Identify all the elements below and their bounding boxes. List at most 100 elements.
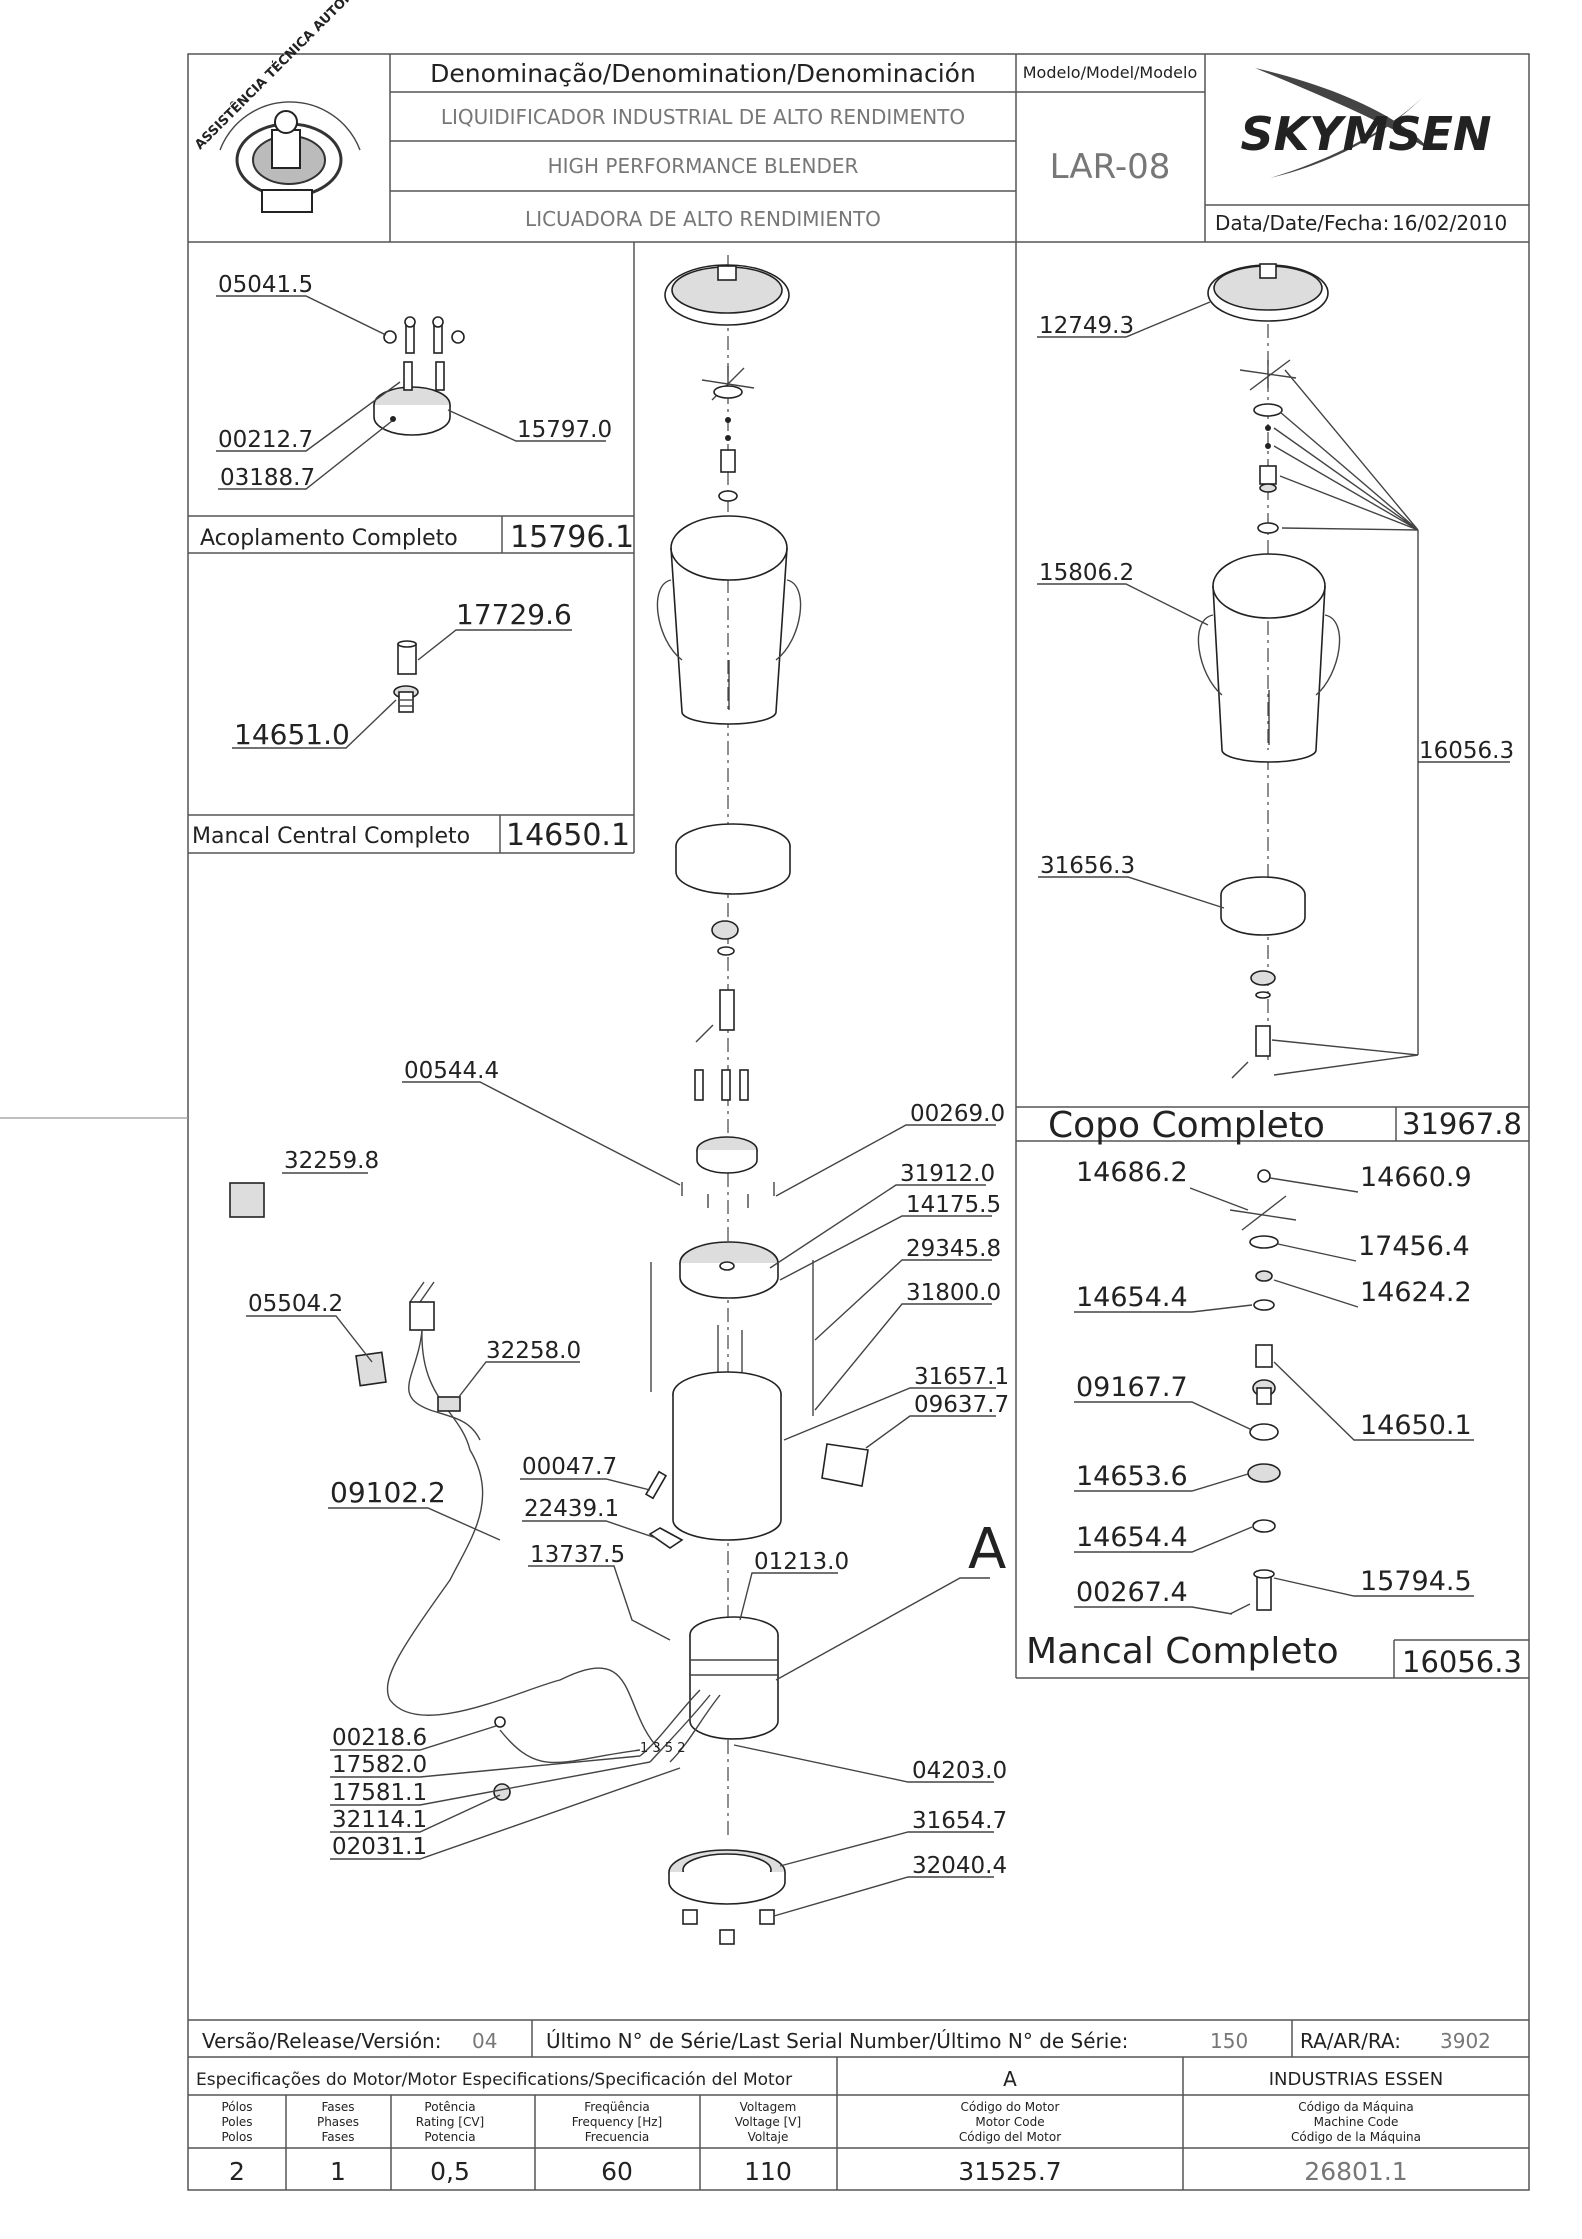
cup-assembly-label: Copo Completo [1048,1105,1325,1146]
release-value: 04 [472,2029,497,2053]
product-name-pt: LIQUIDIFICADOR INDUSTRIAL DE ALTO RENDIM… [441,105,965,129]
motor-code-header-pt: Código do Motor [961,2100,1060,2114]
wire-numbers: 1 3 5 2 [640,1741,685,1756]
manufacturer: INDUSTRIAS ESSEN [1269,2069,1444,2090]
part-label-14653-6: 14653.6 [1076,1461,1188,1492]
release-label: Versão/Release/Versión: [202,2029,441,2053]
part-label-15797-0: 15797.0 [517,417,612,443]
product-name-en: HIGH PERFORMANCE BLENDER [548,154,859,178]
part-label-14650-1: 14650.1 [1360,1410,1472,1441]
brand-name: SKYMSEN [1241,107,1492,161]
part-label-29345-8: 29345.8 [906,1236,1001,1262]
central-bearing-assembly-code: 14650.1 [506,818,630,853]
voltage-header-pt: Voltagem [740,2100,797,2114]
ra-value: 3902 [1440,2029,1491,2053]
part-label-04203-0: 04203.0 [912,1758,1007,1784]
product-name-es: LICUADORA DE ALTO RENDIMIENTO [525,207,881,231]
part-label-01213-0: 01213.0 [754,1549,849,1575]
part-label-02031-1: 02031.1 [332,1834,427,1860]
part-label-09167-7: 09167.7 [1076,1372,1188,1403]
model-label: Modelo/Model/Modelo [1023,63,1197,82]
part-label-31657-1: 31657.1 [914,1364,1009,1390]
part-label-32259-8: 32259.8 [284,1148,379,1174]
phases-header-en: Phases [317,2115,359,2129]
poles-header-en: Poles [221,2115,252,2129]
machine-code-header-en: Machine Code [1314,2115,1399,2129]
voltage-header-es: Voltaje [748,2130,789,2144]
part-label-13737-5: 13737.5 [530,1542,625,1568]
part-label-15794-5: 15794.5 [1360,1566,1472,1597]
date-value: 16/02/2010 [1392,211,1507,235]
freq-header-pt: Freqüência [584,2100,650,2114]
part-label-00269-0: 00269.0 [910,1101,1005,1127]
part-label-17581-1: 17581.1 [332,1780,427,1806]
machine-code-value: 26801.1 [1304,2157,1407,2186]
poles-header-es: Polos [221,2130,252,2144]
denomination-label: Denominação/Denomination/Denominación [430,59,976,88]
motor-code-header-es: Código del Motor [959,2130,1061,2144]
part-label-17456-4: 17456.4 [1358,1231,1470,1262]
part-label-14651-0: 14651.0 [234,718,350,751]
sheet-border [187,53,1530,2191]
part-label-31656-3: 31656.3 [1040,853,1135,879]
part-label-05041-5: 05041.5 [218,272,313,298]
poles-header-pt: Pólos [221,2100,252,2114]
cup-exploded-drawing [1197,263,1341,1079]
cup-assembly-code: 31967.8 [1402,1107,1522,1141]
main-exploded-view [229,255,869,1945]
part-label-09637-7: 09637.7 [914,1392,1009,1418]
part-label-14686-2: 14686.2 [1076,1157,1188,1188]
part-label-00218-6: 00218.6 [332,1725,427,1751]
part-label-14654-4-bottom: 14654.4 [1076,1522,1188,1553]
assistance-badge-logo [219,101,361,213]
part-label-00212-7: 00212.7 [218,427,313,453]
power-header-es: Potencia [424,2130,475,2144]
motor-spec-headers: Pólos Poles Polos Fases Phases Fases Pot… [221,2100,1421,2144]
part-label-00047-7: 00047.7 [522,1454,617,1480]
power-header-pt: Potência [424,2100,475,2114]
freq-header-es: Frecuencia [585,2130,650,2144]
phases-header-es: Fases [321,2130,354,2144]
phases-value: 1 [330,2157,346,2186]
motor-code-value: 31525.7 [958,2157,1061,2186]
part-label-05504-2: 05504.2 [248,1291,343,1317]
coupling-assembly-label: Acoplamento Completo [200,526,458,551]
part-label-14175-5: 14175.5 [906,1192,1001,1218]
voltage-value: 110 [744,2157,792,2186]
coupling-assembly-code: 15796.1 [510,520,634,555]
coupling-parts-drawing [373,316,465,436]
part-label-00267-4: 00267.4 [1076,1577,1188,1608]
bearing-assembly-label: Mancal Completo [1026,1631,1339,1672]
power-header-en: Rating [CV] [416,2115,484,2129]
brand-logo: SKYMSEN [1241,68,1492,178]
machine-code-header-es: Código de la Máquina [1291,2130,1421,2144]
part-label-16056-3: 16056.3 [1419,738,1514,764]
freq-header-en: Frequency [Hz] [572,2115,663,2129]
central-bearing-drawing [393,640,419,713]
part-label-14654-4-top: 14654.4 [1076,1282,1188,1313]
part-label-17729-6: 17729.6 [456,598,572,631]
part-label-32114-1: 32114.1 [332,1807,427,1833]
part-label-17582-0: 17582.0 [332,1752,427,1778]
part-label-31800-0: 31800.0 [906,1280,1001,1306]
serial-value: 150 [1210,2029,1248,2053]
part-label-31912-0: 31912.0 [900,1161,995,1187]
motor-code-header-en: Motor Code [975,2115,1044,2129]
poles-value: 2 [229,2157,245,2186]
phases-header-pt: Fases [321,2100,354,2114]
part-label-12749-3: 12749.3 [1039,313,1134,339]
part-label-32258-0: 32258.0 [486,1338,581,1364]
central-bearing-assembly-label: Mancal Central Completo [192,824,470,849]
part-label-14624-2: 14624.2 [1360,1277,1472,1308]
part-label-03188-7: 03188.7 [220,465,315,491]
date-label: Data/Date/Fecha: [1215,211,1389,235]
part-label-22439-1: 22439.1 [524,1496,619,1522]
serial-label: Último N° de Série/Last Serial Number/Úl… [546,2029,1128,2053]
motor-spec-label: Especificações do Motor/Motor Especifica… [196,2070,792,2090]
freq-value: 60 [601,2157,633,2186]
voltage-header-en: Voltage [V] [735,2115,801,2129]
callout-letter-a: A [968,1517,1006,1582]
part-label-14660-9: 14660.9 [1360,1162,1472,1193]
machine-code-header-pt: Código da Máquina [1298,2100,1413,2114]
